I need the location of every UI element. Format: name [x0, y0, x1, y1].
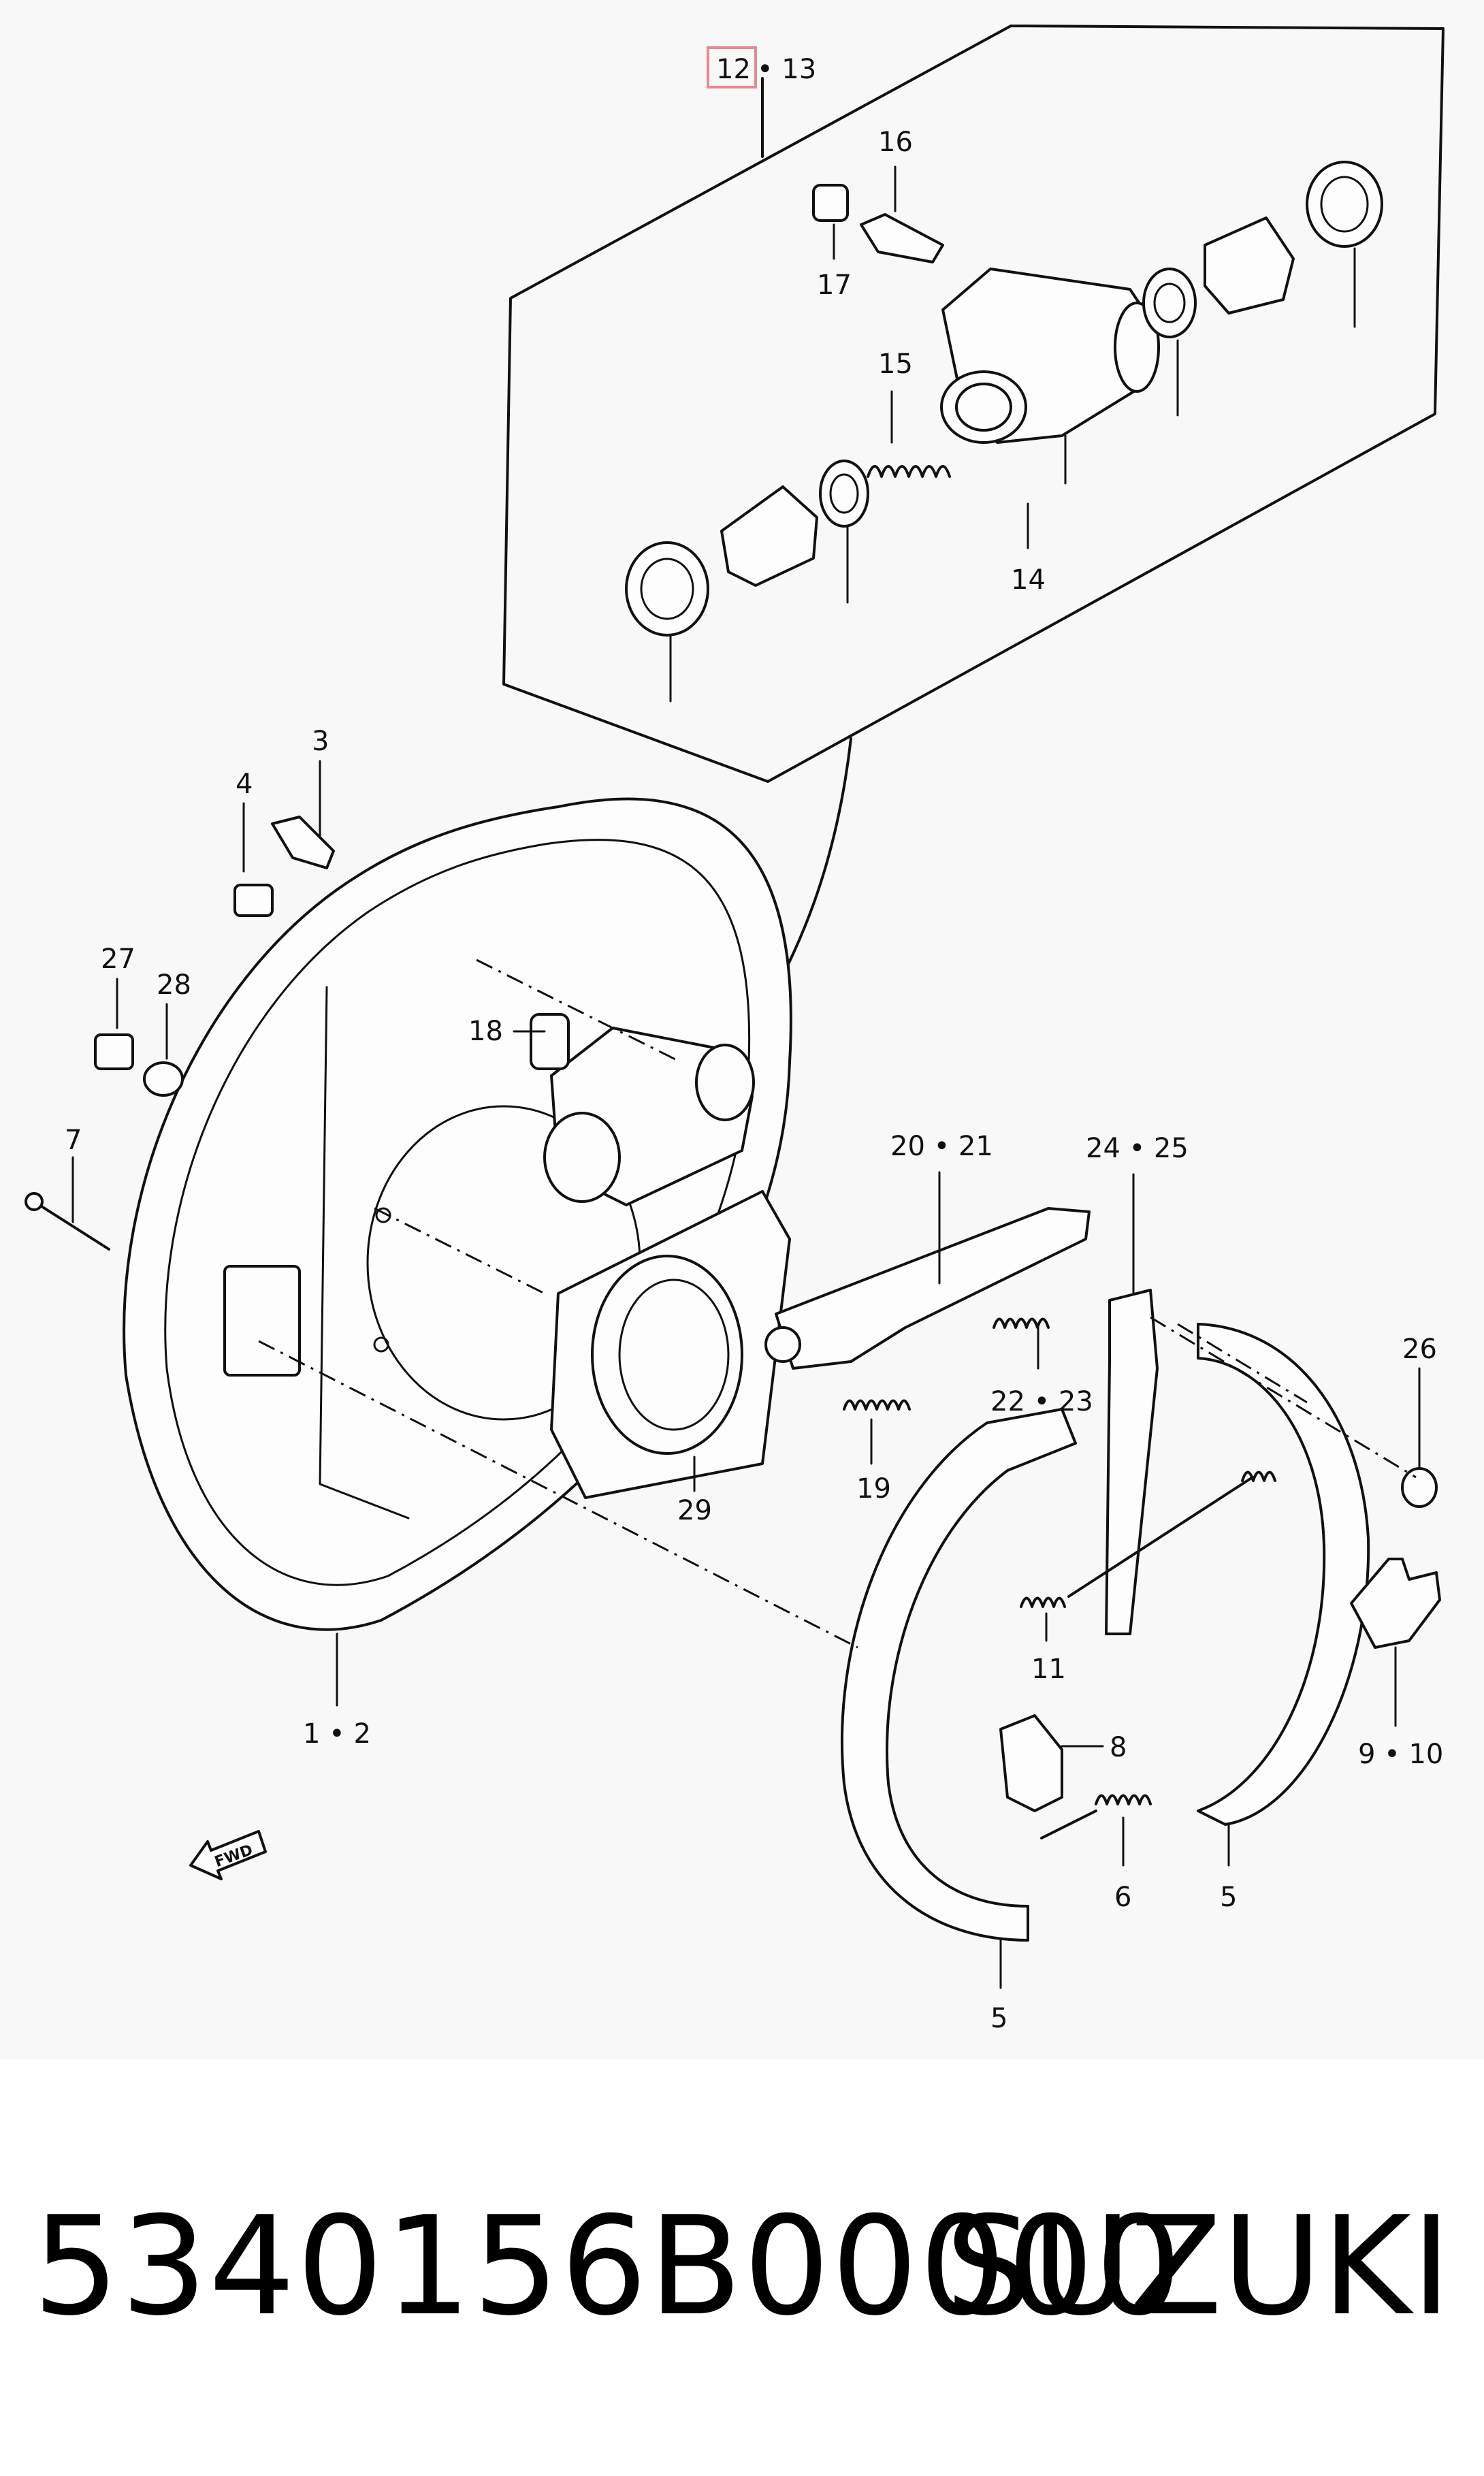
alignment-lines	[258, 959, 1417, 1649]
callout-24-25: 24 • 25	[1086, 1133, 1189, 1164]
callout-3: 3	[312, 726, 329, 757]
callout-5-right: 5	[1220, 1882, 1237, 1913]
bleeder-cap-part	[812, 184, 849, 222]
rear-brake-shoe-part	[1197, 1323, 1370, 1826]
front-brake-shoe-part	[841, 1408, 1077, 1942]
cylinder-cup-left-part	[819, 460, 869, 528]
callout-26: 26	[1402, 1334, 1437, 1365]
fwd-arrow-icon: FWD	[189, 1830, 267, 1880]
inset-leaders	[669, 165, 1356, 703]
nut-4-part	[233, 884, 274, 917]
callout-29: 29	[677, 1495, 712, 1526]
parking-lever-part	[764, 1207, 1091, 1370]
callout-12: 12	[716, 54, 751, 85]
cylinder-body-part	[940, 268, 1160, 444]
callout-20-21: 20 • 21	[890, 1131, 993, 1162]
callout-15: 15	[878, 349, 913, 380]
assembly-leaders	[71, 760, 1421, 1989]
bleeder-screw-part	[860, 213, 944, 263]
pin-7-part	[25, 1192, 110, 1251]
callout-22-23: 22 • 23	[990, 1386, 1093, 1417]
callout-1-2: 1 • 2	[303, 1718, 371, 1750]
callout-19: 19	[856, 1473, 891, 1505]
callout-12-highlight	[707, 46, 757, 89]
nut-27-part	[94, 1033, 134, 1070]
callout-16: 16	[878, 127, 913, 158]
callout-4: 4	[236, 769, 253, 800]
cylinder-piston-right-part	[1204, 216, 1295, 315]
callout-9-10: 9 • 10	[1358, 1739, 1443, 1770]
footer	[0, 2059, 1484, 2476]
callout-labels: 12 • 13 16 17 15 14 3 4 27 28 7 18 20 • …	[65, 54, 1443, 2034]
return-spring-19	[843, 1399, 911, 1411]
hub-flange-part	[550, 1190, 791, 1499]
callout-5-bottom: 5	[990, 2003, 1007, 2034]
clip-26-part	[1401, 1467, 1438, 1508]
mounted-wheel-cylinder-part	[543, 1027, 755, 1206]
callout-6: 6	[1114, 1882, 1131, 1913]
return-spring-upper	[993, 1317, 1050, 1329]
cylinder-cup-right-part	[1142, 268, 1197, 338]
callout-14: 14	[1011, 564, 1046, 596]
dust-boot-left-part	[625, 541, 709, 637]
seal-18-part	[530, 1013, 570, 1070]
bolt-3-part	[271, 816, 335, 869]
brake-assembly-drawing: FWD 12 • 13 16 17 15 14 3 4 27 28 7 18 2…	[25, 25, 1445, 2034]
part-number: 5340156B00000	[33, 2187, 1184, 2346]
exploded-parts-diagram: FWD 12 • 13 16 17 15 14 3 4 27 28 7 18 2…	[25, 25, 1445, 2034]
retainer-8-part	[999, 1714, 1063, 1812]
adjuster-strut-part	[1105, 1289, 1159, 1635]
return-spring-11	[1020, 1470, 1276, 1608]
brand-name: SUZUKI	[945, 2187, 1451, 2346]
washer-28-part	[143, 1061, 184, 1097]
cylinder-piston-left-part	[720, 485, 818, 587]
wheel-cylinder-inset	[502, 25, 1445, 783]
callout-11: 11	[1031, 1654, 1066, 1685]
return-spring-6	[1040, 1794, 1152, 1839]
callout-27: 27	[101, 944, 135, 975]
dust-boot-right-part	[1306, 161, 1383, 248]
cylinder-spring-part	[867, 465, 951, 478]
bracket-9-10-part	[1350, 1558, 1441, 1649]
callout-28: 28	[157, 969, 191, 1001]
callout-8: 8	[1110, 1732, 1127, 1763]
callout-17: 17	[817, 270, 852, 301]
callout-7: 7	[65, 1125, 82, 1156]
callout-18: 18	[468, 1016, 503, 1047]
callout-13: • 13	[757, 54, 816, 85]
